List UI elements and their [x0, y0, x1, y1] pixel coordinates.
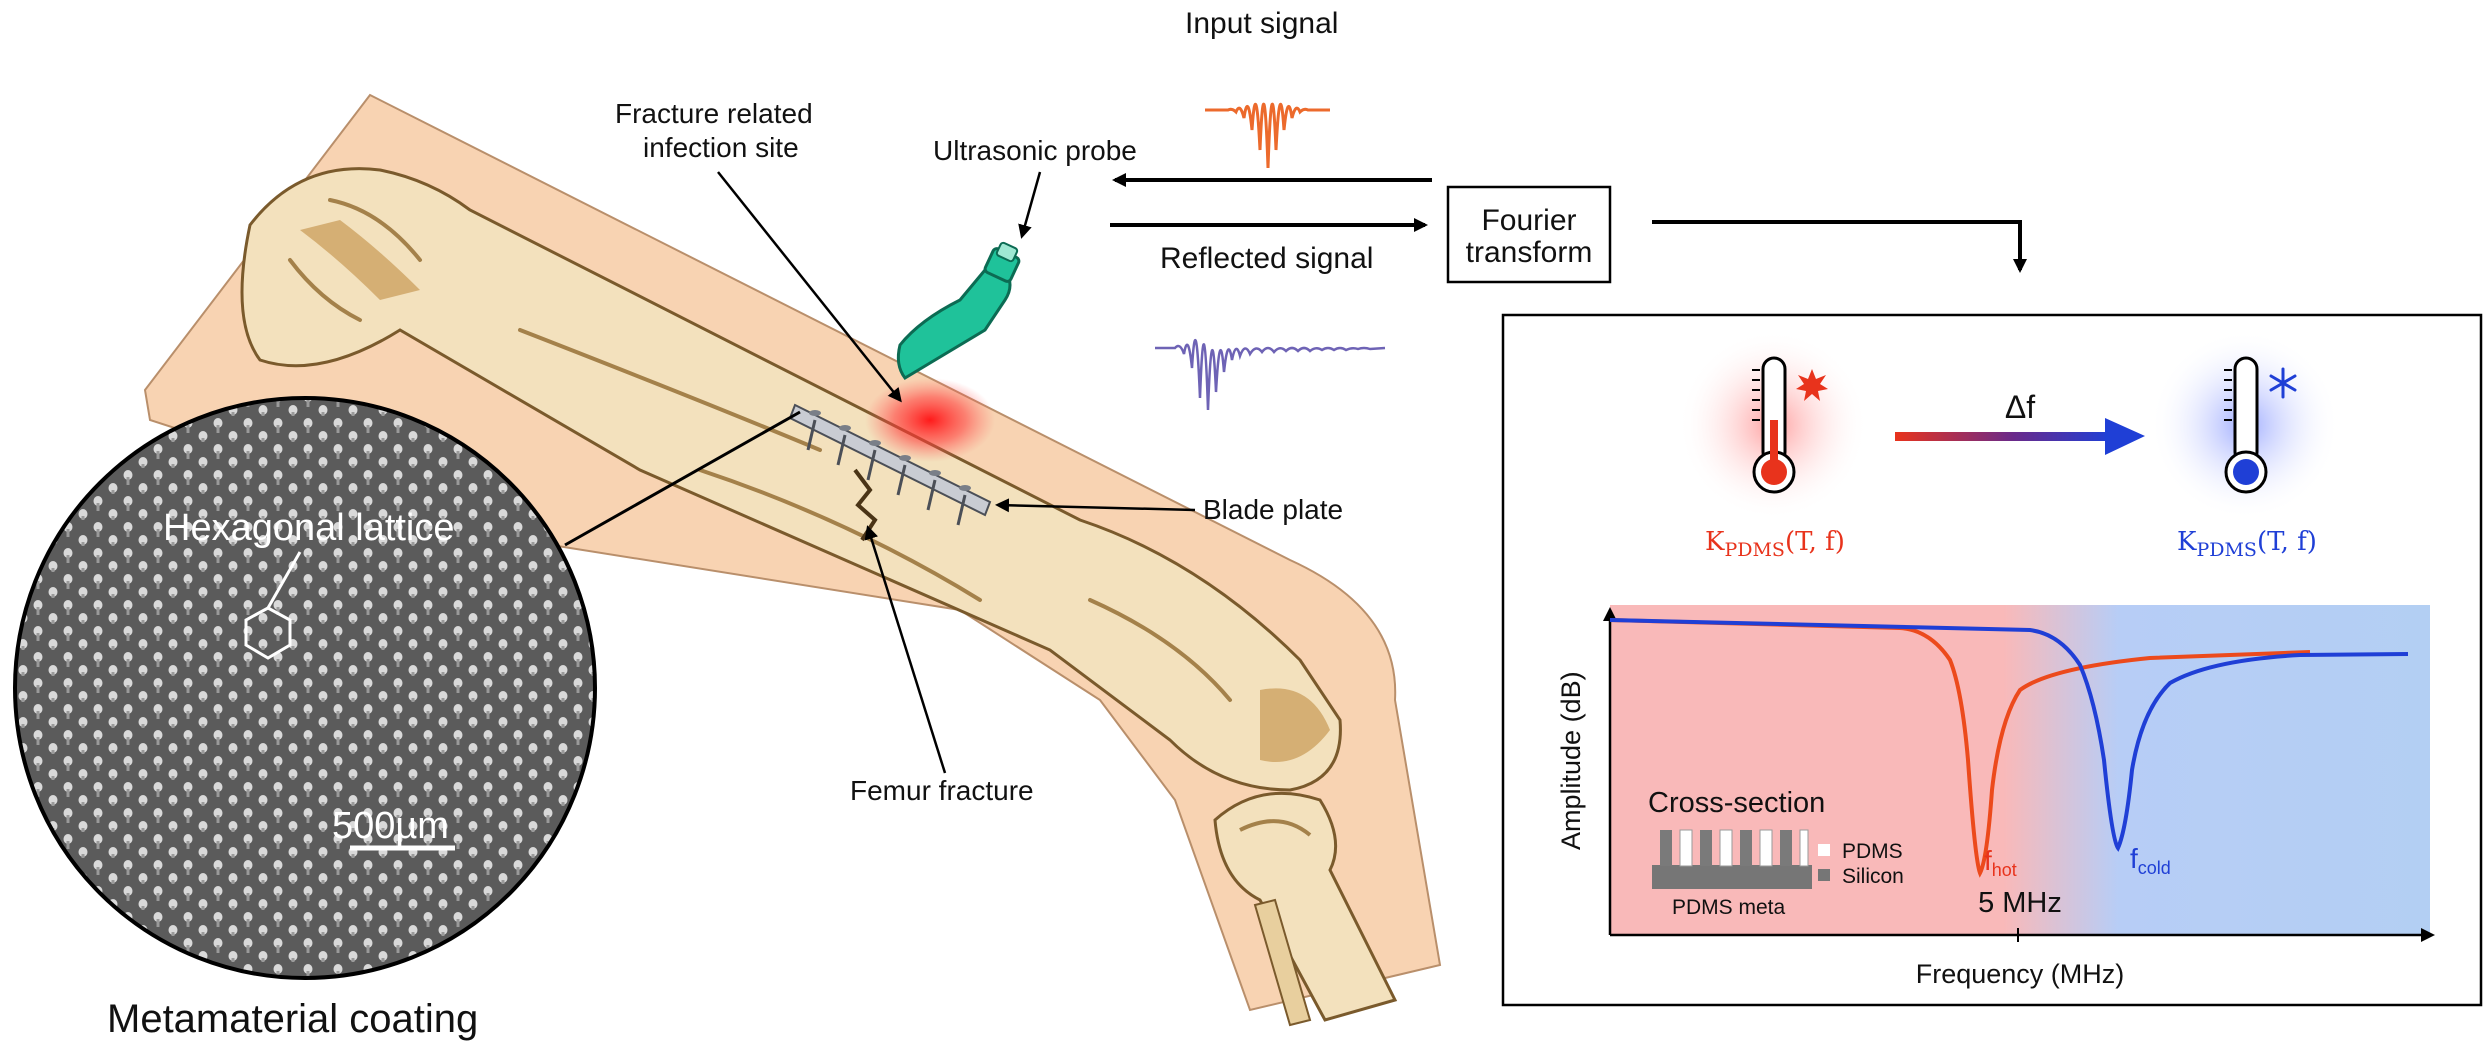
- legend-silicon-swatch: [1818, 869, 1830, 881]
- cold-thermometer: [2150, 330, 2340, 520]
- fourier-label-line2: transform: [1466, 236, 1593, 269]
- cross-section-title: Cross-section: [1648, 787, 1825, 819]
- y-axis-label: Amplitude (dB): [1556, 671, 1586, 850]
- fourier-label-line1: Fourier: [1481, 204, 1576, 237]
- freq-marker-label: 5 MHz: [1978, 887, 2062, 919]
- hexagonal-lattice-label: Hexagonal lattice: [163, 507, 455, 549]
- reflected-signal-wave: [1155, 340, 1385, 410]
- probe-label: Ultrasonic probe: [933, 135, 1137, 166]
- infection-label-line2: infection site: [643, 132, 799, 163]
- input-signal-wave: [1205, 104, 1330, 168]
- ultrasonic-probe-icon: [898, 242, 1020, 378]
- legend-silicon-label: Silicon: [1842, 865, 1904, 888]
- infection-label-line1: Fracture related: [615, 98, 813, 129]
- pdms-meta-label: PDMS meta: [1672, 896, 1786, 919]
- probe-arrow: [1022, 172, 1040, 236]
- legend-pdms-swatch: [1818, 844, 1830, 856]
- blade-plate-label: Blade plate: [1203, 494, 1343, 525]
- frequency-plot: Amplitude (dB) Frequency (MHz) 5 MHz fho…: [1556, 605, 2432, 989]
- fourier-to-panel-arrow: [1652, 222, 2020, 270]
- reflected-signal-label: Reflected signal: [1160, 242, 1373, 275]
- input-signal-label: Input signal: [1185, 7, 1338, 40]
- hot-thermometer: [1678, 330, 1868, 520]
- x-axis-label: Frequency (MHz): [1916, 959, 2125, 989]
- femur-fracture-label: Femur fracture: [850, 775, 1034, 806]
- legend-pdms-label: PDMS: [1842, 840, 1903, 863]
- scale-bar-label: 500µm: [332, 805, 449, 847]
- delta-f-label: Δf: [2005, 389, 2035, 425]
- metamaterial-coating-label: Metamaterial coating: [107, 997, 478, 1041]
